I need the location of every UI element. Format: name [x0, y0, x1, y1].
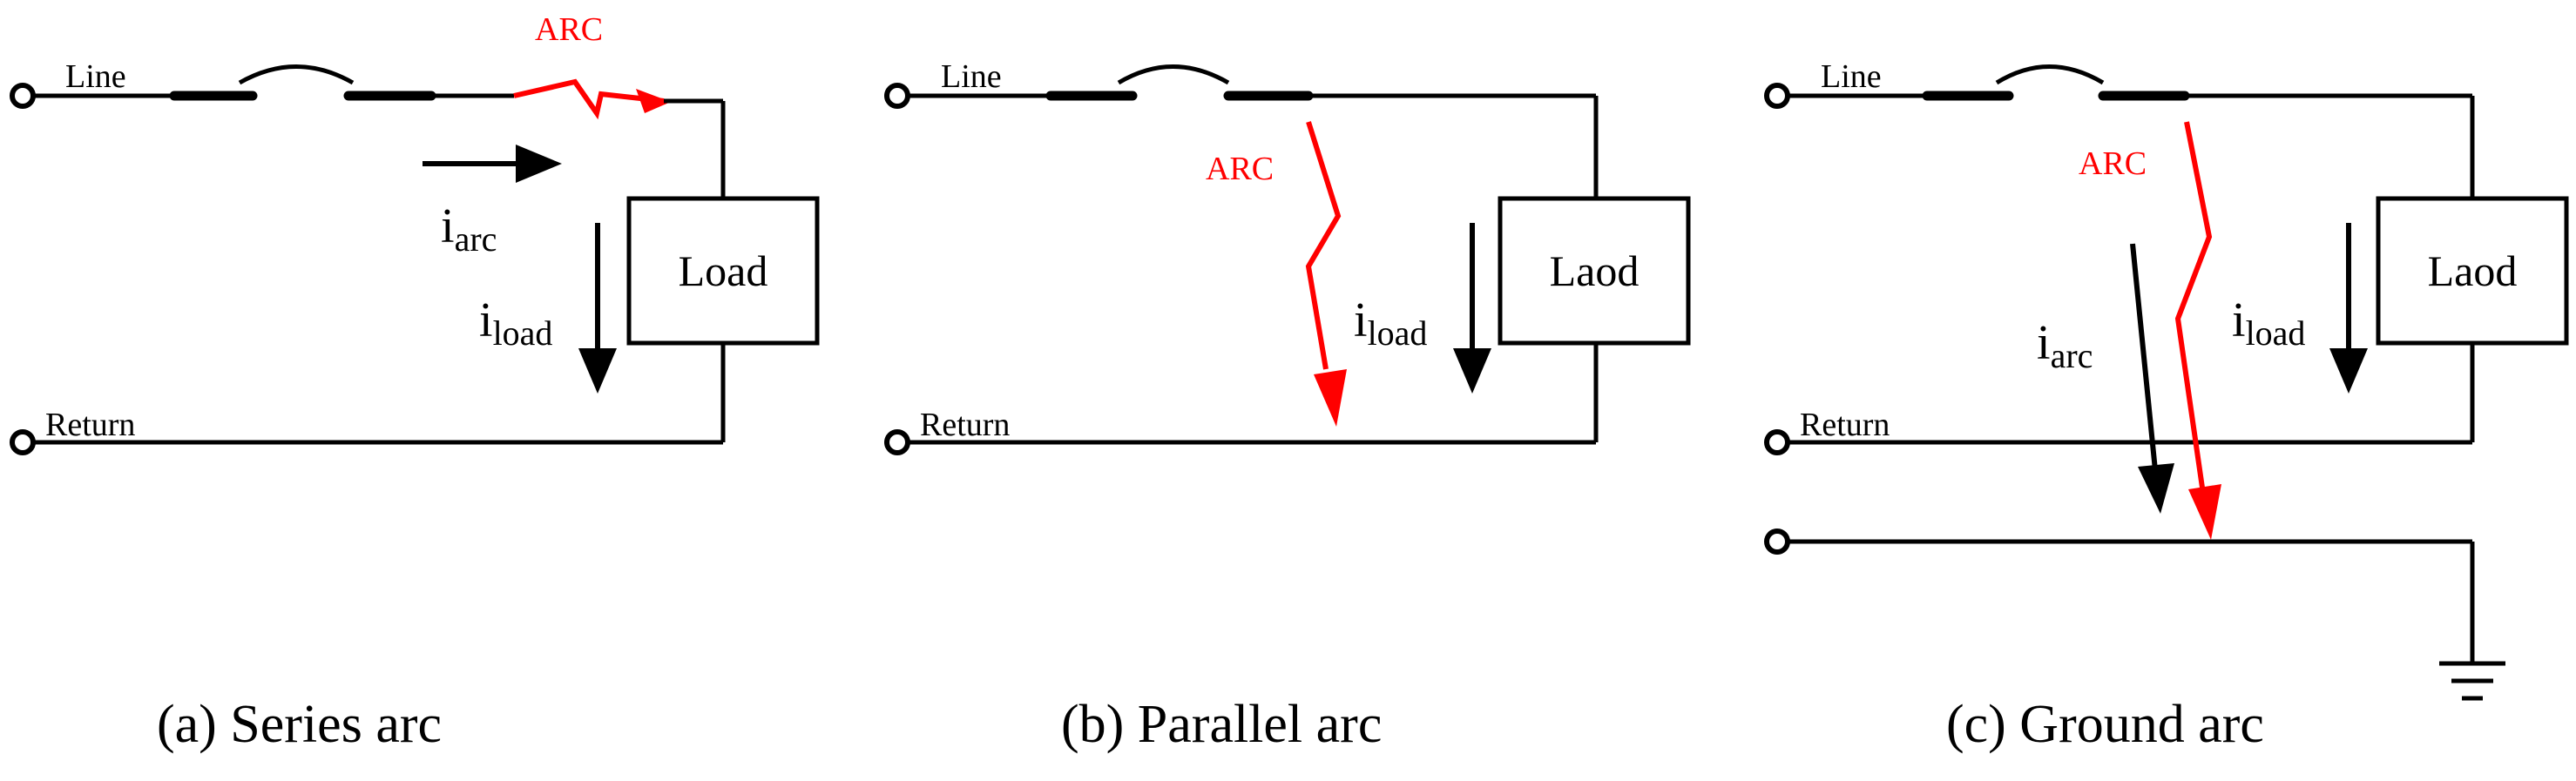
i-arc-label: iarc: [2037, 316, 2093, 375]
return-label: Return: [1800, 407, 1890, 443]
i-load-arrowhead: [578, 348, 617, 394]
i-load-arrowhead: [1453, 348, 1491, 394]
panel-ground-arc: Line Return ARC Laod iarc iload (c) Grou…: [1764, 58, 2569, 754]
arc-label: ARC: [535, 11, 603, 48]
load-box: [626, 196, 820, 346]
line-terminal: [884, 83, 910, 109]
load-label: Laod: [2428, 246, 2518, 295]
ground-arc-arrowhead: [2188, 484, 2221, 540]
ground-symbol-icon: [2439, 661, 2505, 701]
return-terminal: [884, 429, 910, 455]
i-load-label: iload: [479, 293, 552, 353]
load-label: Laod: [1550, 246, 1640, 295]
return-label: Return: [45, 407, 135, 443]
caption-ground-arc: (c) Ground arc: [1946, 695, 2264, 754]
i-arc-label: iarc: [441, 199, 497, 259]
line-bridge: [1995, 64, 2105, 85]
line-terminal: [10, 83, 36, 109]
ground-terminal: [1764, 529, 1790, 555]
line-bridge: [238, 64, 355, 85]
arc-label: ARC: [2079, 145, 2147, 182]
load-label: Load: [679, 246, 768, 295]
caption-parallel-arc: (b) Parallel arc: [1061, 695, 1382, 754]
caption-series-arc: (a) Series arc: [157, 695, 442, 754]
i-arc-arrowhead: [2138, 463, 2174, 514]
line-bridge: [1117, 64, 1230, 85]
series-arc-path: [513, 78, 665, 120]
panel-parallel-arc: Line Return ARC Laod iload (b) Parallel …: [884, 58, 1691, 754]
parallel-arc-arrowhead: [1314, 369, 1347, 427]
line-label: Line: [65, 58, 126, 95]
series-arc-arrowhead: [636, 89, 671, 113]
parallel-arc-path: [1305, 121, 1342, 370]
arc-label: ARC: [1206, 151, 1274, 187]
return-terminal: [10, 429, 36, 455]
i-load-arrowhead: [2329, 348, 2368, 394]
i-load-label: iload: [1354, 293, 1427, 353]
i-arc-arrowhead: [516, 145, 562, 183]
i-arc-arrow-shaft: [2130, 243, 2158, 471]
panel-series-arc: Line Return ARC Load iarc iload (a) Seri…: [10, 11, 820, 754]
return-label: Return: [920, 407, 1010, 443]
line-label: Line: [941, 58, 1002, 95]
i-load-label: iload: [2232, 293, 2305, 353]
line-label: Line: [1821, 58, 1882, 95]
line-terminal: [1764, 83, 1790, 109]
load-box: [1498, 196, 1691, 346]
return-terminal: [1764, 429, 1790, 455]
ground-arc-path: [2174, 121, 2213, 488]
